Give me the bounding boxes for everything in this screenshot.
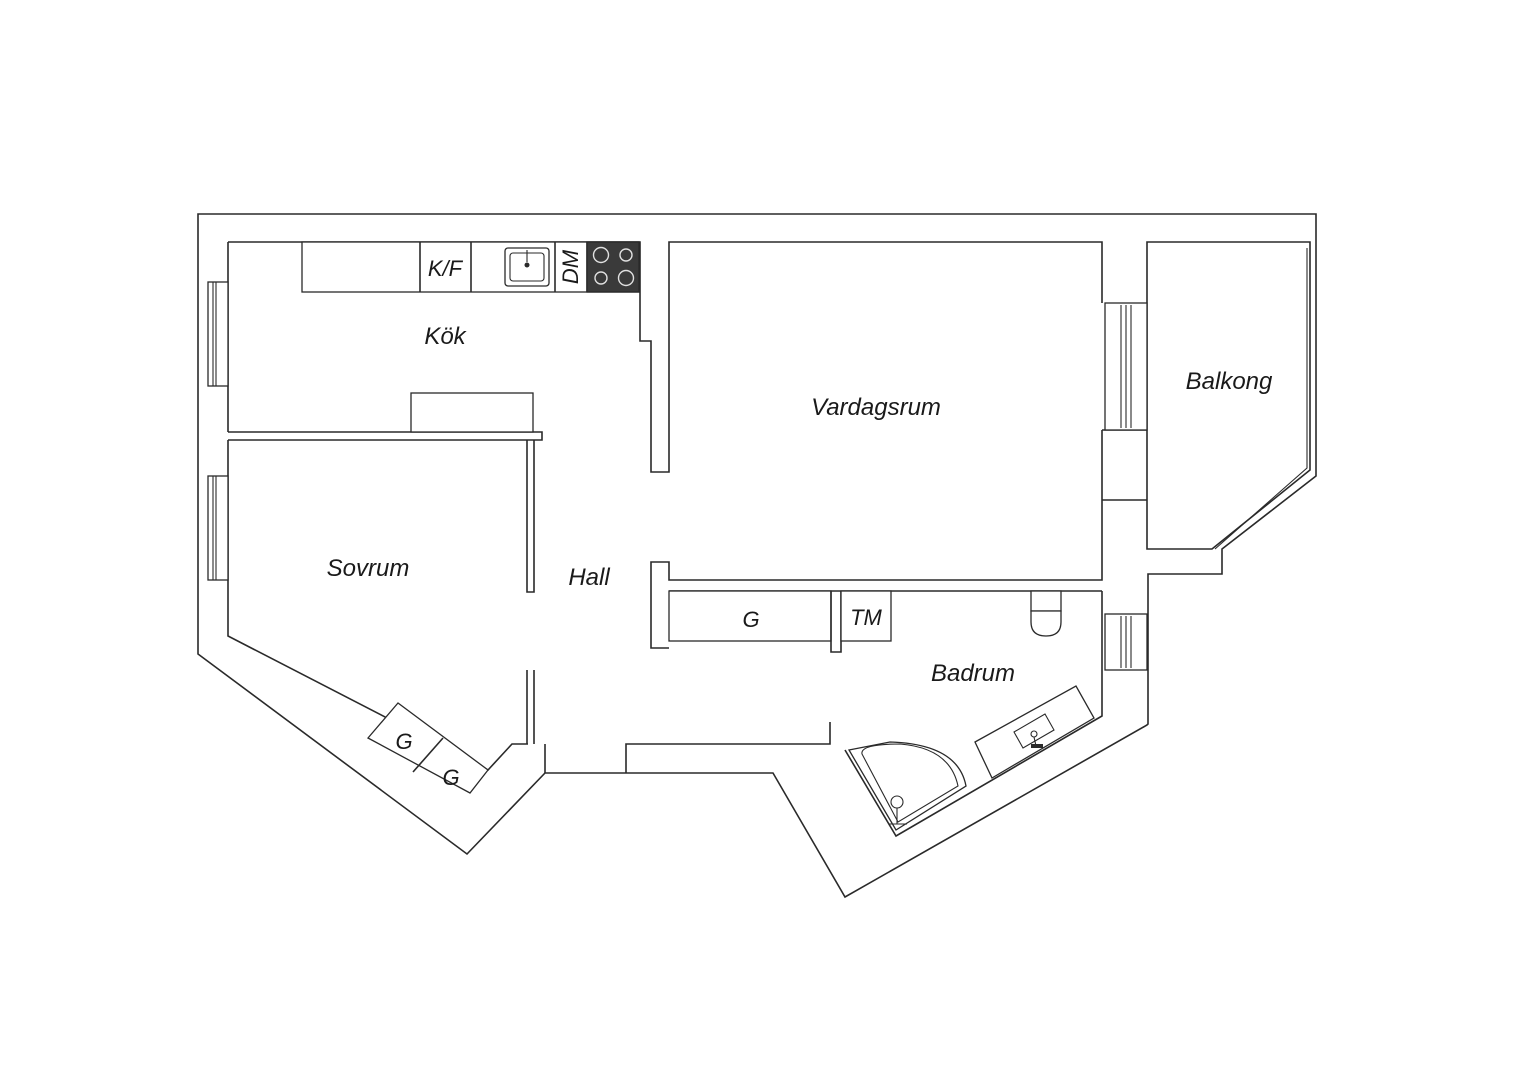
kitchen-bedroom-wall (228, 431, 543, 744)
window-bathroom (1104, 613, 1148, 671)
bathtub-icon (847, 741, 967, 831)
window-bedroom (207, 475, 229, 581)
fixture-label-hall-wardrobe: G (742, 607, 759, 632)
window-kitchen (207, 281, 229, 387)
fixture-label-washing-machine: TM (850, 605, 882, 630)
bedroom-wardrobes (366, 702, 489, 794)
room-label-living-room: Vardagsrum (811, 394, 941, 421)
fixture-label-fridge-freezer: K/F (428, 256, 464, 281)
fixture-label-bedroom-wardrobe-2: G (442, 765, 459, 790)
washing-machine (840, 590, 892, 642)
room-label-bedroom: Sovrum (327, 555, 410, 582)
kitchen-island (410, 392, 534, 433)
top-wall-inner (228, 241, 1147, 501)
room-label-hall: Hall (568, 564, 610, 591)
balcony-rail (1214, 248, 1308, 550)
room-label-bathroom: Badrum (931, 660, 1015, 687)
toilet-icon (1030, 590, 1062, 637)
room-label-balcony: Balkong (1186, 368, 1273, 395)
room-label-kitchen: Kök (424, 323, 467, 350)
fixture-label-dishwasher: DM (558, 249, 583, 284)
window-living-room (1104, 302, 1148, 431)
fixture-label-bedroom-wardrobe-1: G (395, 729, 412, 754)
balcony-outline (1146, 241, 1311, 550)
sink-icon (504, 247, 550, 287)
stove-icon (586, 241, 640, 293)
bathroom-sink-icon (974, 685, 1095, 779)
